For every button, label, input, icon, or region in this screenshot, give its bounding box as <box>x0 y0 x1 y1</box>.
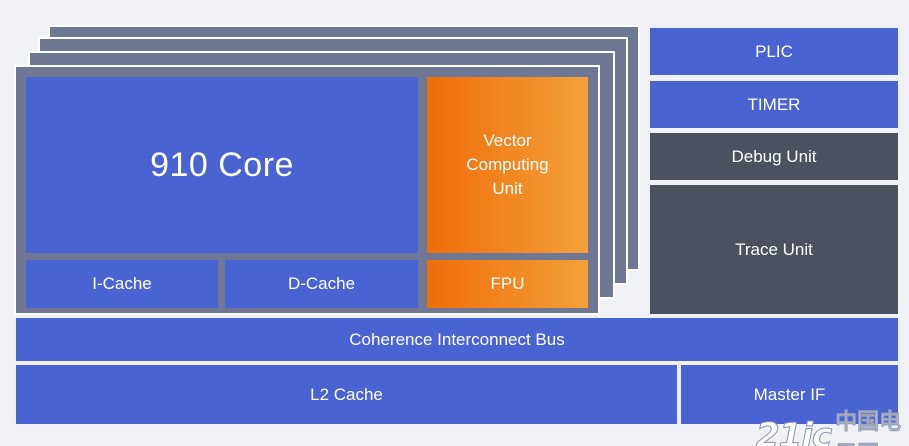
dcache-block: D-Cache <box>225 260 418 308</box>
core-title: 910 Core <box>150 145 294 184</box>
vector-unit-label: Vector Computing Unit <box>466 131 549 198</box>
debug-unit-block: Debug Unit <box>650 133 898 180</box>
icache-label: I-Cache <box>92 274 152 293</box>
trace-unit-label: Trace Unit <box>735 239 813 259</box>
dcache-label: D-Cache <box>287 274 356 293</box>
watermark-text: 中国电子网 <box>835 410 902 446</box>
watermark-number: 21ic <box>755 416 832 446</box>
coherence-bus-label: Coherence Interconnect Bus <box>349 329 565 349</box>
timer-block: TIMER <box>650 81 898 128</box>
plic-label: PLIC <box>755 41 793 61</box>
coherence-bus-block: Coherence Interconnect Bus <box>16 318 898 361</box>
vector-computing-unit-block: Vector Computing Unit <box>427 77 588 253</box>
fpu-block: FPU <box>427 260 588 308</box>
icache-block: I-Cache <box>26 260 218 308</box>
l2-cache-block: L2 Cache <box>16 365 677 424</box>
master-if-label: Master IF <box>753 384 826 404</box>
timer-label: TIMER <box>747 94 801 114</box>
core-block: 910 Core <box>26 77 418 253</box>
plic-block: PLIC <box>650 28 898 75</box>
l2-cache-label: L2 Cache <box>310 384 383 404</box>
site-watermark-logo: 21ic 中国电子网 <box>755 404 909 446</box>
fpu-label: FPU <box>490 274 525 293</box>
master-if-block: Master IF <box>681 365 898 424</box>
debug-unit-label: Debug Unit <box>731 146 817 166</box>
trace-unit-block: Trace Unit <box>650 185 898 314</box>
